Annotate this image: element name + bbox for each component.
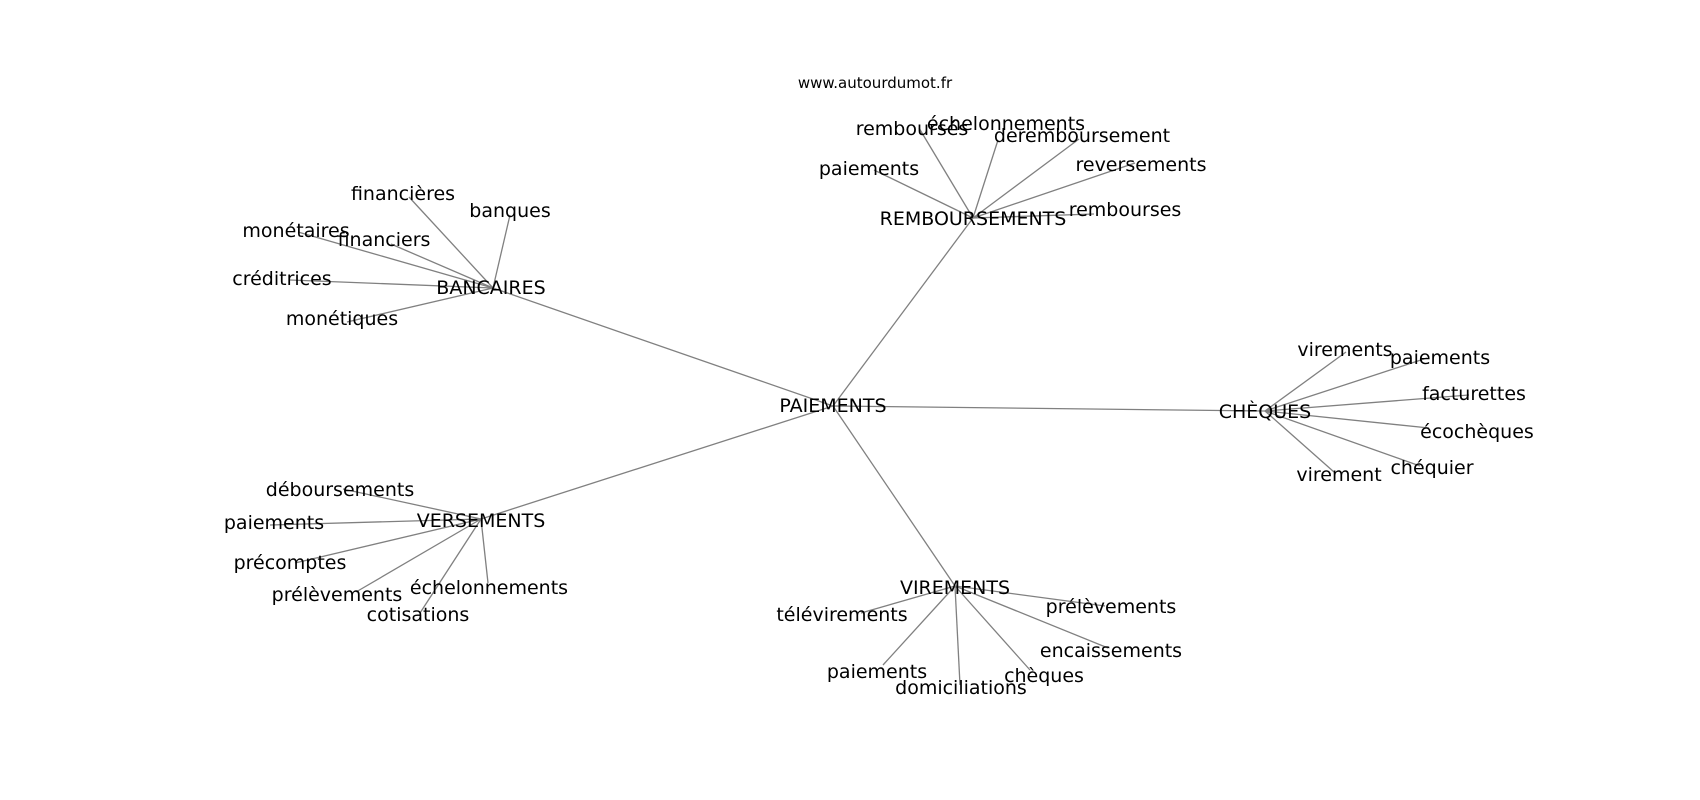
word-node: facturettes — [1422, 383, 1526, 405]
word-node: virement — [1296, 464, 1381, 486]
edge-hub-to-word — [860, 585, 956, 614]
word-node: prélèvements — [272, 584, 403, 606]
edges-layer — [269, 127, 1470, 686]
edge-hub-to-word — [408, 196, 494, 289]
edge-center-to-hub — [832, 405, 1266, 412]
word-node: paiements — [827, 661, 927, 683]
word-node: paiements — [819, 158, 919, 180]
word-node: échelonnements — [410, 577, 568, 599]
edge-hub-to-word — [954, 585, 961, 686]
edge-hub-to-word — [882, 585, 956, 666]
edge-hub-to-word — [954, 585, 1106, 607]
edge-hub-to-word — [346, 287, 494, 323]
edge-center-to-hub — [492, 287, 834, 407]
center-node: PAIEMENTS — [779, 395, 886, 417]
source-watermark: www.autourdumot.fr — [798, 74, 953, 92]
word-node: créditrices — [232, 268, 331, 290]
edge-hub-to-word — [954, 585, 1031, 671]
word-node: chéquier — [1390, 457, 1473, 479]
edge-hub-to-word — [1264, 410, 1430, 429]
edge-hub-to-word — [1264, 410, 1421, 467]
word-node: paiements — [224, 512, 324, 534]
edge-hub-to-word — [954, 585, 1109, 649]
hub-node: VIREMENTS — [900, 577, 1010, 599]
word-node: déboursements — [266, 479, 414, 501]
edge-hub-to-word — [1264, 351, 1347, 412]
edge-hub-to-word — [289, 279, 494, 289]
word-node: monétaires — [242, 220, 349, 242]
hub-node: VERSEMENTS — [417, 510, 546, 532]
word-node: banques — [469, 200, 550, 222]
word-node: paiements — [1390, 347, 1490, 369]
edge-hub-to-word — [1264, 394, 1470, 412]
edge-hub-to-word — [342, 488, 482, 520]
edge-hub-to-word — [390, 243, 494, 289]
edge-hub-to-word — [1264, 357, 1428, 412]
word-node: financières — [351, 183, 455, 205]
edge-hub-to-word — [873, 169, 974, 219]
edge-hub-to-word — [492, 214, 511, 289]
edge-hub-to-word — [297, 231, 494, 289]
edge-hub-to-word — [972, 213, 1095, 219]
edge-center-to-hub — [480, 405, 834, 520]
edge-center-to-hub — [832, 217, 974, 407]
hub-node: CHÈQUES — [1219, 400, 1312, 423]
edge-hub-to-word — [972, 138, 1080, 219]
hub-node: BANCAIRES — [436, 277, 545, 299]
edge-hub-to-word — [480, 518, 489, 584]
edge-hub-to-word — [269, 518, 482, 526]
edge-hub-to-word — [972, 139, 999, 219]
edge-center-to-hub — [832, 405, 956, 587]
word-node: cotisations — [367, 604, 470, 626]
word-node: virements — [1297, 339, 1392, 361]
word-node: chèques — [1004, 665, 1084, 687]
edge-hub-to-word — [918, 127, 974, 219]
word-node: précomptes — [234, 552, 347, 574]
edge-hub-to-word — [972, 162, 1136, 219]
edge-hub-to-word — [355, 518, 482, 593]
edge-hub-to-word — [419, 518, 482, 614]
word-node: reversements — [1075, 154, 1206, 176]
edge-hub-to-word — [294, 518, 482, 564]
word-node: télévirements — [776, 604, 907, 626]
word-node: monétiques — [286, 308, 398, 330]
word-node: remboursés — [856, 118, 969, 140]
word-node: écochèques — [1420, 421, 1534, 443]
word-node: deremboursement — [994, 125, 1170, 147]
word-node: domiciliations — [895, 677, 1027, 699]
word-node: encaissements — [1040, 640, 1182, 662]
word-node: prélèvements — [1046, 596, 1177, 618]
hub-node: REMBOURSEMENTS — [880, 208, 1067, 230]
word-node: échelonnements — [927, 113, 1085, 135]
word-node: financiers — [338, 229, 431, 251]
labels-layer: rembourséséchelonnementsderemboursementp… — [224, 113, 1534, 699]
edge-hub-to-word — [1264, 410, 1335, 473]
word-node: rembourses — [1069, 199, 1182, 221]
